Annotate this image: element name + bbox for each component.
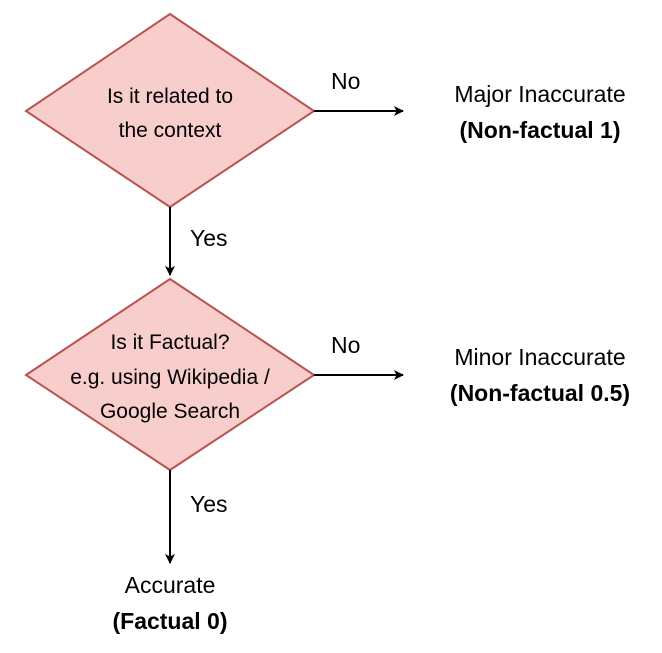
decision-diamond-context xyxy=(24,12,316,209)
edge-d1-yes-label: Yes xyxy=(190,225,228,251)
outcome-minor-score: (Non-factual 0.5) xyxy=(449,380,631,406)
outcome-major-score: (Non-factual 1) xyxy=(459,117,621,143)
decision2-line1: Is it Factual? xyxy=(110,331,230,354)
outcome-minor-label: Minor Inaccurate xyxy=(454,344,626,370)
decision2-line3: Google Search xyxy=(99,400,241,423)
edge-d2-no-label: No xyxy=(331,332,361,358)
edge-d2-yes-label: Yes xyxy=(190,491,228,517)
decision1-line2: the context xyxy=(118,119,222,142)
outcome-accurate-score: (Factual 0) xyxy=(112,608,228,634)
decision1-line1: Is it related to xyxy=(106,85,234,108)
outcome-major-label: Major Inaccurate xyxy=(454,81,626,107)
decision2-line2: e.g. using Wikipedia / xyxy=(70,366,270,389)
outcome-accurate-label: Accurate xyxy=(124,572,216,598)
edge-d1-no-label: No xyxy=(331,68,361,94)
